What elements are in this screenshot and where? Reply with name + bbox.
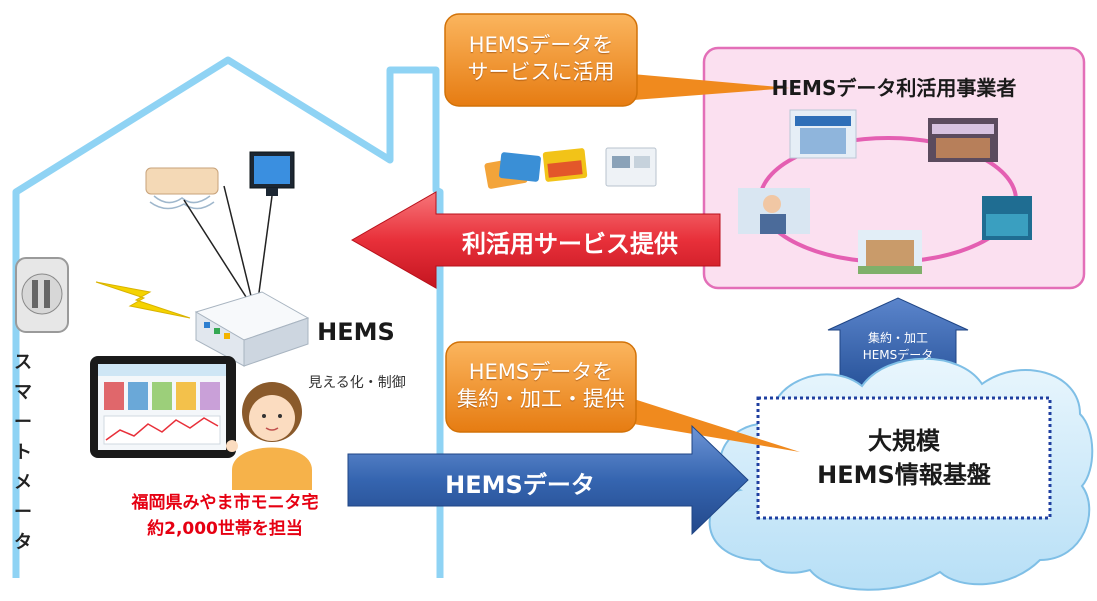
monitor-line2: 約2,000世帯を担当	[147, 519, 303, 539]
upload-arrow-label: 集約・加工 HEMSデータ	[838, 330, 958, 364]
upload-arrow-line2: HEMSデータ	[862, 348, 934, 362]
callout-top-box	[444, 13, 638, 107]
provider-photo-shop	[928, 118, 998, 162]
lightning-icon	[95, 281, 191, 319]
provider-photo-building	[858, 230, 922, 274]
tv-icon	[249, 151, 295, 196]
service-arrow	[350, 191, 721, 289]
woman-illustration-icon	[226, 382, 312, 490]
house-outline	[12, 56, 444, 578]
smart-meter-label: スマートメータ	[14, 352, 32, 553]
callout-top-line2: サービスに活用	[467, 60, 615, 84]
callout-mid-line2: 集約・加工・提供	[457, 387, 625, 411]
callout-mid-text: HEMSデータを 集約・加工・提供	[446, 359, 636, 413]
platform-line2: HEMS情報基盤	[817, 461, 991, 489]
provider-photo-person	[738, 188, 810, 234]
platform-line1: 大規模	[868, 427, 940, 455]
hems-sub-label: 見える化・制御	[308, 375, 406, 391]
provider-photo-aquarium	[982, 196, 1032, 240]
device-wires	[183, 185, 273, 301]
hems-label: HEMS	[317, 318, 395, 346]
platform-box	[756, 396, 1052, 520]
smart-meter-icon	[15, 257, 69, 333]
data-arrow	[347, 424, 749, 536]
callout-mid-box	[445, 341, 637, 433]
callout-top-line1: HEMSデータを	[468, 33, 614, 57]
callout-top-text: HEMSデータを サービスに活用	[445, 32, 637, 86]
provider-photo-store	[789, 109, 857, 159]
callout-mid-line1: HEMSデータを	[468, 360, 614, 384]
hems-router-icon	[194, 291, 310, 367]
provider-title: HEMSデータ利活用事業者	[771, 76, 1017, 100]
monitor-text: 福岡県みやま市モニタ宅 約2,000世帯を担当	[110, 490, 340, 542]
callout-mid-tail	[610, 392, 800, 452]
air-conditioner-icon	[145, 167, 219, 210]
upload-arrow-line1: 集約・加工	[867, 331, 928, 345]
monitor-line1: 福岡県みやま市モニタ宅	[131, 493, 319, 513]
data-arrow-label: HEMSデータ	[445, 471, 595, 499]
service-cards-icon	[484, 147, 657, 189]
tablet-icon	[90, 356, 236, 458]
service-arrow-label: 利活用サービス提供	[462, 230, 678, 258]
platform-text: 大規模 HEMS情報基盤	[758, 424, 1050, 492]
callout-top-tail	[608, 72, 790, 102]
